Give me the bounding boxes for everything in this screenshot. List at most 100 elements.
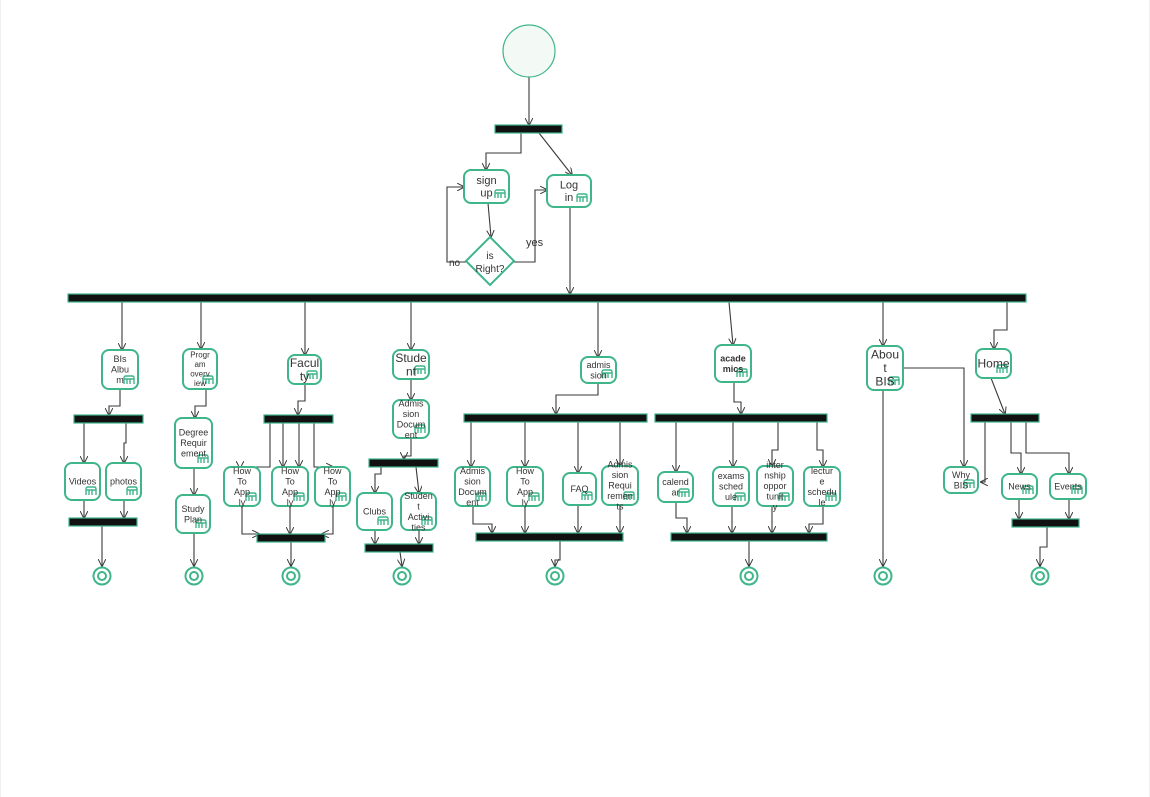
action-study-plan[interactable]	[175, 494, 211, 534]
bar-fork-main	[67, 293, 1027, 303]
action-box-news	[1001, 473, 1038, 500]
control-flow-edge	[556, 383, 599, 414]
control-flow-edge	[1040, 527, 1048, 566]
bar-join-admission	[475, 532, 624, 542]
action-calendar[interactable]	[657, 471, 694, 503]
final-node	[545, 566, 565, 586]
action-admission-document[interactable]	[454, 466, 491, 507]
final-node	[184, 566, 204, 586]
control-flow-edge	[538, 132, 572, 175]
action-how-to-apply-1[interactable]	[223, 466, 261, 507]
control-flow-edge	[404, 438, 412, 459]
control-flow-edge	[981, 422, 985, 482]
action-academics[interactable]	[714, 344, 752, 383]
bar-fork-top	[494, 124, 563, 134]
action-box-about-bis	[866, 345, 904, 391]
control-flow-edge	[903, 367, 964, 467]
action-faq[interactable]	[562, 472, 597, 506]
control-flow-edge	[124, 423, 126, 463]
action-admission-requirements[interactable]	[601, 465, 639, 506]
control-flow-edge	[446, 187, 466, 263]
final-node	[739, 566, 759, 586]
node-label-events: Events	[1054, 482, 1082, 492]
action-box-clubs	[356, 492, 393, 531]
action-about-bis[interactable]	[866, 345, 904, 391]
control-flow-edge	[990, 377, 1005, 414]
control-flow-edge	[555, 541, 561, 566]
action-how-to-apply-3[interactable]	[314, 466, 351, 507]
control-flow-edge	[1010, 422, 1021, 474]
action-why-bis[interactable]	[943, 466, 979, 494]
action-internship-opportunity[interactable]	[756, 465, 794, 507]
action-news[interactable]	[1001, 473, 1038, 500]
action-bis-album[interactable]	[101, 349, 139, 390]
control-flow-edge	[728, 301, 733, 345]
action-home[interactable]	[975, 348, 1012, 379]
final-node	[873, 566, 893, 586]
action-lecture-schedule[interactable]	[803, 466, 841, 507]
action-how-to-apply-2[interactable]	[271, 466, 309, 507]
bar-fork-faculty	[263, 414, 334, 424]
control-flow-edge	[816, 422, 823, 467]
final-node	[392, 566, 412, 586]
action-events[interactable]	[1049, 473, 1087, 500]
action-program-overview[interactable]	[182, 348, 218, 390]
action-degree-requirement[interactable]	[174, 417, 213, 469]
action-student-activities[interactable]	[400, 492, 437, 531]
action-box-videos	[64, 462, 101, 501]
control-flow-edge	[675, 502, 687, 533]
action-videos[interactable]	[64, 462, 101, 501]
control-flow-edge	[809, 506, 824, 533]
control-flow-edge	[772, 422, 779, 466]
final-node	[1030, 566, 1050, 586]
decision-is-right[interactable]	[464, 235, 516, 287]
bar-join-faculty	[256, 533, 326, 543]
bar-join-academics	[670, 532, 828, 542]
action-signup[interactable]	[463, 169, 510, 204]
action-exams-schedule[interactable]	[712, 466, 750, 507]
control-flow-edge	[241, 506, 259, 534]
action-login[interactable]	[546, 174, 592, 208]
action-clubs[interactable]	[356, 492, 393, 531]
control-flow-edge	[514, 190, 547, 263]
action-student[interactable]	[392, 349, 430, 380]
control-flow-edge	[313, 423, 333, 467]
bar-join-student	[364, 543, 434, 553]
action-photos[interactable]	[105, 462, 142, 501]
bar-fork-bis-album	[73, 414, 144, 424]
edge-label-yes: yes	[526, 237, 544, 249]
control-flow-edge	[375, 467, 382, 493]
control-flow-edge	[195, 389, 207, 418]
action-admission[interactable]	[580, 356, 617, 384]
action-faculty[interactable]	[287, 354, 322, 385]
control-flow-edge	[109, 389, 121, 415]
control-flow-edge	[240, 423, 271, 468]
action-how-to-apply-4[interactable]	[506, 466, 544, 507]
node-label-home: Home	[977, 357, 1009, 371]
action-box-admission	[580, 356, 617, 384]
control-flow-edge	[488, 202, 491, 237]
control-flow-edge	[416, 466, 419, 493]
final-node	[281, 566, 301, 586]
action-admission-document-student[interactable]	[392, 399, 430, 439]
control-flow-edge	[733, 382, 741, 414]
